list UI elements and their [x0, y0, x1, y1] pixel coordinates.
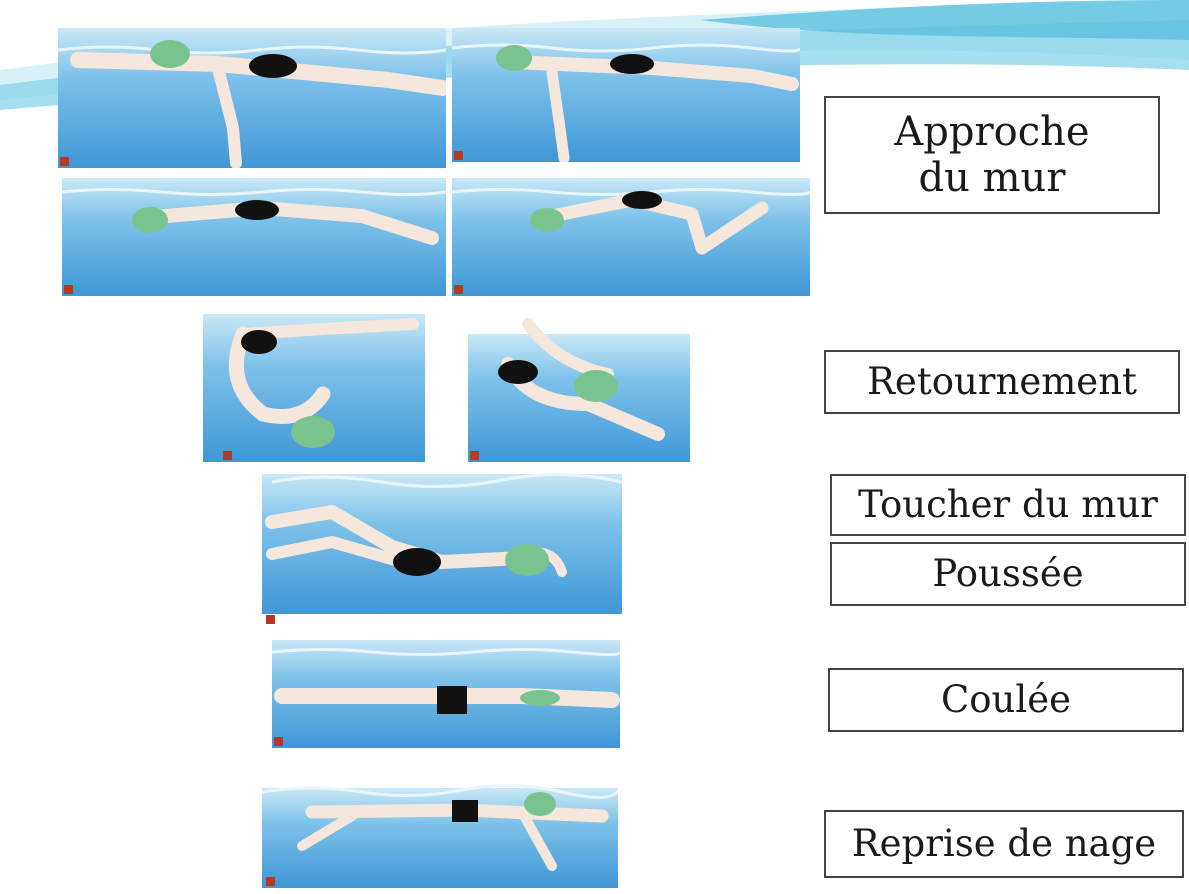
panel-number-marker: [266, 877, 275, 886]
swimmer-flip-icon: [468, 304, 690, 462]
swimmer-freestyle-icon: [452, 28, 800, 162]
panel-number-marker: [454, 151, 463, 160]
swimmer-glide-icon: [62, 178, 446, 296]
swimmer-kick-icon: [452, 178, 810, 296]
label-coulee: Coulée: [828, 668, 1184, 732]
panel-7-wall-push: [262, 462, 622, 630]
label-toucher-du-mur: Toucher du mur: [830, 474, 1186, 536]
panel-4-kick: [452, 178, 810, 296]
panel-8-underwater-glide: [272, 640, 620, 748]
swimmer-push-icon: [262, 462, 622, 630]
panel-number-marker: [470, 451, 479, 460]
panel-number-marker: [223, 451, 232, 460]
panel-1-approach: [58, 28, 446, 168]
panel-number-marker: [64, 285, 73, 294]
swimmer-freestyle-icon: [262, 776, 618, 888]
swimmer-freestyle-icon: [58, 28, 446, 168]
label-retournement: Retournement: [824, 350, 1180, 414]
panel-5-flip-start: [203, 304, 425, 462]
panel-number-marker: [274, 737, 283, 746]
panel-number-marker: [60, 157, 69, 166]
swimmer-glide-icon: [272, 640, 620, 748]
label-poussee: Poussée: [830, 542, 1186, 606]
panel-9-resume-swim: [262, 776, 618, 888]
label-approche-du-mur: Approche du mur: [824, 96, 1160, 214]
swimmer-flip-icon: [203, 304, 425, 462]
panel-number-marker: [454, 285, 463, 294]
panel-2-approach: [452, 28, 800, 162]
label-reprise-de-nage: Reprise de nage: [824, 810, 1184, 878]
panel-3-glide: [62, 178, 446, 296]
panel-6-flip-end: [468, 304, 690, 462]
panel-number-marker: [266, 615, 275, 624]
